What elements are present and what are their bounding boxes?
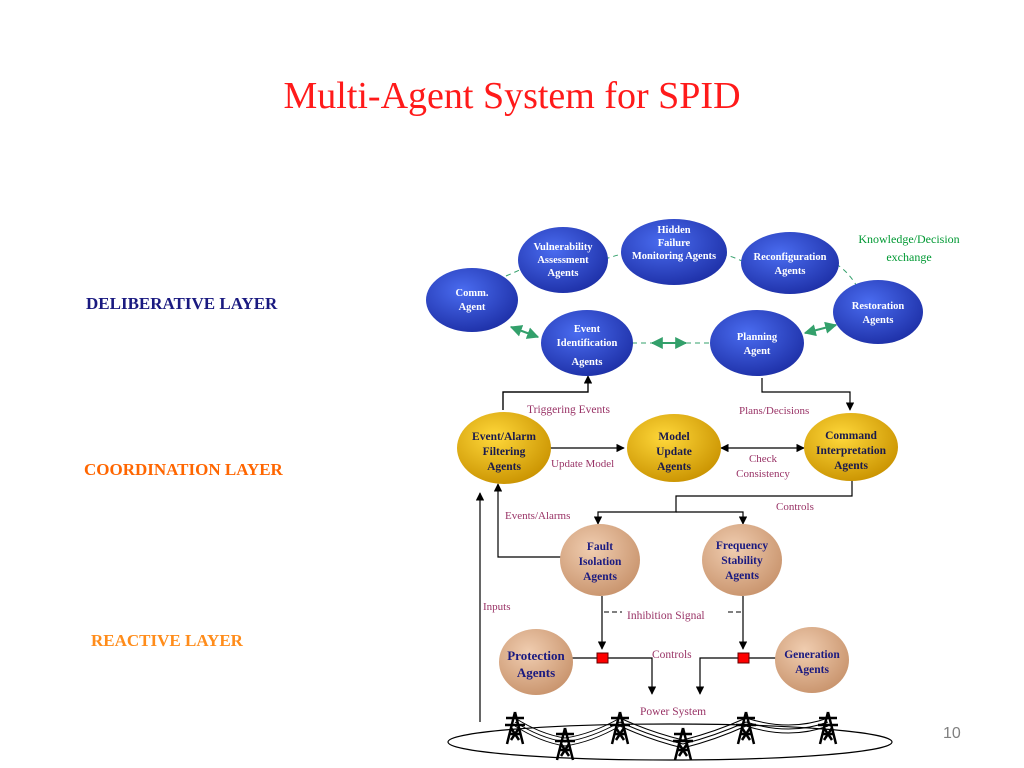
- model-update-line-3: Agents: [657, 461, 691, 473]
- vulnerability-line-1: Vulnerability: [533, 242, 593, 253]
- generation-line-2: Agents: [795, 664, 829, 676]
- check-consistency-label-1: Check: [749, 453, 778, 465]
- reconfiguration-line-1: Reconfiguration: [754, 252, 827, 263]
- reactive-layer-label: REACTIVE LAYER: [91, 631, 243, 650]
- restoration-line-1: Restoration: [852, 301, 905, 312]
- protection-breaker: [596, 652, 609, 664]
- model-update-agents: Model Update Agents: [627, 414, 721, 482]
- generation-breaker: [737, 652, 750, 664]
- exchange-arrows: [509, 321, 838, 349]
- filtering-line-1: Event/Alarm: [472, 431, 536, 443]
- transmission-tower-icon: [736, 711, 756, 745]
- protection-line-1: Protection: [507, 648, 565, 663]
- planning-agent: Planning Agent: [710, 310, 804, 376]
- vulnerability-line-3: Agents: [548, 268, 579, 279]
- page-number: 10: [943, 725, 961, 742]
- event-identification-agents: Event Identification Agents: [541, 310, 633, 376]
- vulnerability-line-2: Assessment: [537, 255, 589, 266]
- coordination-layer-label: COORDINATION LAYER: [84, 460, 283, 479]
- event-id-line-2: Identification: [557, 338, 618, 349]
- filtering-line-3: Agents: [487, 461, 521, 473]
- fault-isolation-agents: Fault Isolation Agents: [560, 524, 640, 596]
- vulnerability-assessment-agents: Vulnerability Assessment Agents: [518, 227, 608, 293]
- restoration-line-2: Agents: [863, 315, 894, 326]
- comm-agent-line-2: Agent: [459, 302, 486, 313]
- model-update-line-2: Update: [656, 446, 692, 458]
- check-consistency-label-2: Consistency: [736, 468, 790, 480]
- comm-agent-line-1: Comm.: [456, 288, 489, 299]
- filtering-line-2: Filtering: [483, 446, 526, 458]
- reconfiguration-agents: Reconfiguration Agents: [741, 232, 839, 294]
- generation-line-1: Generation: [784, 649, 840, 661]
- command-line-1: Command: [825, 430, 877, 442]
- inputs-label: Inputs: [483, 601, 511, 613]
- hidden-failure-monitoring-agents: Hidden Failure Monitoring Agents: [621, 219, 727, 285]
- slide-title: Multi-Agent System for SPID: [283, 75, 741, 117]
- model-update-line-1: Model: [658, 431, 689, 443]
- comm-agent: Comm. Agent: [426, 268, 518, 332]
- hidden-failure-line-3: Monitoring Agents: [632, 251, 716, 262]
- fault-line-1: Fault: [587, 541, 613, 553]
- frequency-line-3: Agents: [725, 570, 759, 582]
- hidden-failure-line-1: Hidden: [657, 225, 690, 236]
- frequency-stability-agents: Frequency Stability Agents: [702, 524, 782, 596]
- transmission-tower-icon: [505, 711, 525, 745]
- plans-decisions-label: Plans/Decisions: [739, 405, 809, 417]
- reconfiguration-line-2: Agents: [775, 266, 806, 277]
- power-system-ellipse: [447, 723, 893, 761]
- power-system-label: Power System: [640, 706, 706, 718]
- restoration-agents: Restoration Agents: [833, 280, 923, 344]
- event-id-line-3: Agents: [572, 357, 603, 368]
- knowledge-exchange-label-2: exchange: [886, 250, 931, 264]
- event-alarm-filtering-agents: Event/Alarm Filtering Agents: [457, 412, 551, 484]
- command-line-2: Interpretation: [816, 445, 887, 457]
- transmission-tower-icon: [555, 727, 575, 761]
- controls-upper-label: Controls: [776, 501, 814, 513]
- inhibition-signal-label: Inhibition Signal: [627, 610, 705, 622]
- controls-lower-label: Controls: [652, 649, 692, 661]
- transmission-tower-icon: [673, 727, 693, 761]
- command-line-3: Agents: [834, 460, 868, 472]
- planning-line-2: Agent: [744, 346, 771, 357]
- transmission-tower-icon: [610, 711, 630, 745]
- frequency-line-2: Stability: [721, 555, 763, 567]
- knowledge-exchange-label-1: Knowledge/Decision: [858, 232, 959, 246]
- transmission-tower-icon: [818, 711, 838, 745]
- trigger-arrow: [502, 375, 593, 410]
- update-model-label: Update Model: [551, 458, 614, 470]
- events-alarms-label: Events/Alarms: [505, 510, 570, 522]
- frequency-line-1: Frequency: [716, 540, 768, 552]
- triggering-events-label: Triggering Events: [527, 404, 610, 416]
- power-system: [447, 711, 893, 761]
- generation-agents: Generation Agents: [775, 627, 849, 693]
- protection-agents: Protection Agents: [499, 629, 573, 695]
- fault-line-2: Isolation: [579, 556, 622, 568]
- planning-line-1: Planning: [737, 332, 778, 343]
- deliberative-layer-label: DELIBERATIVE LAYER: [86, 294, 278, 313]
- protection-line-2: Agents: [517, 665, 555, 680]
- hidden-failure-line-2: Failure: [658, 238, 691, 249]
- event-id-line-1: Event: [574, 324, 601, 335]
- fault-line-3: Agents: [583, 571, 617, 583]
- command-interpretation-agents: Command Interpretation Agents: [804, 413, 898, 481]
